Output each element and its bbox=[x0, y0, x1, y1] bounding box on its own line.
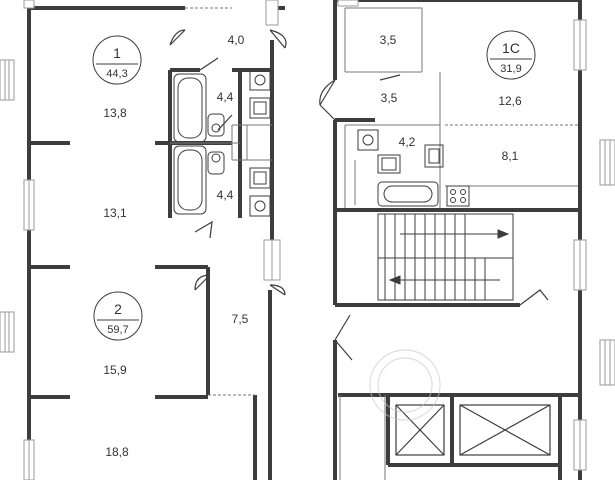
unit-badge: 2 59,7 bbox=[93, 291, 143, 341]
right-building-thin-lines bbox=[339, 7, 578, 480]
room-area-label: 4,4 bbox=[217, 90, 234, 104]
room-area-label: 4,0 bbox=[228, 33, 245, 47]
room-area-label: 12,6 bbox=[498, 94, 522, 108]
room-area-label: 15,9 bbox=[103, 363, 127, 377]
room-area-label: 4,2 bbox=[399, 135, 416, 149]
unit-number: 2 bbox=[114, 301, 122, 317]
unit-badge: 1 44,3 bbox=[92, 35, 142, 85]
unit-area: 44,3 bbox=[106, 68, 127, 80]
room-area-label: 4,4 bbox=[217, 188, 234, 202]
room-area-label: 18,8 bbox=[105, 445, 129, 459]
unit-number: 1С bbox=[502, 40, 520, 56]
left-building-walls bbox=[27, 0, 285, 480]
left-windows bbox=[0, 0, 281, 480]
left-bathtub-bottom bbox=[173, 145, 207, 215]
staircase-icon bbox=[377, 213, 514, 301]
room-area-label: 13,8 bbox=[103, 106, 127, 120]
unit-number: 1 bbox=[113, 45, 121, 61]
left-building-thin-lines bbox=[170, 7, 272, 396]
elevator-shaft-icon bbox=[395, 404, 551, 456]
right-fixtures bbox=[357, 129, 444, 207]
room-area-label: 7,5 bbox=[232, 312, 249, 326]
room-area-label: 3,5 bbox=[381, 91, 398, 105]
unit-area: 31,9 bbox=[500, 63, 521, 75]
right-windows bbox=[337, 0, 615, 471]
left-bathtub-top bbox=[173, 73, 207, 143]
room-area-label: 3,5 bbox=[380, 33, 397, 47]
right-doors bbox=[319, 74, 549, 361]
stove-icon bbox=[446, 185, 470, 207]
room-area-label: 13,1 bbox=[103, 206, 127, 220]
watermark bbox=[369, 349, 441, 421]
unit-badge: 1С 31,9 bbox=[486, 30, 536, 80]
unit-area: 59,7 bbox=[107, 324, 128, 336]
room-area-label: 8,1 bbox=[502, 149, 519, 163]
left-doors bbox=[169, 29, 287, 296]
left-fixtures bbox=[207, 69, 271, 217]
